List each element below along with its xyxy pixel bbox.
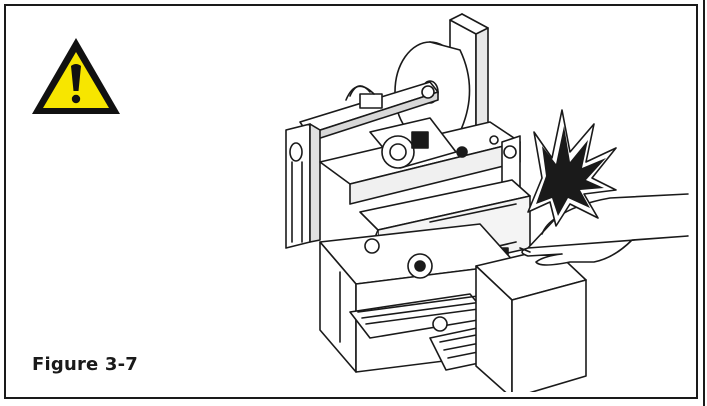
figure-caption: Figure 3-7: [32, 354, 139, 375]
left-column: [285, 123, 321, 249]
warning-triangle-icon: [32, 38, 120, 114]
page-edge-rule: [703, 0, 705, 406]
carton-box: [475, 247, 587, 392]
upper-head: [319, 117, 521, 205]
machine-pinch-hazard-illustration: [285, 13, 689, 392]
impact-starburst: [527, 109, 617, 227]
